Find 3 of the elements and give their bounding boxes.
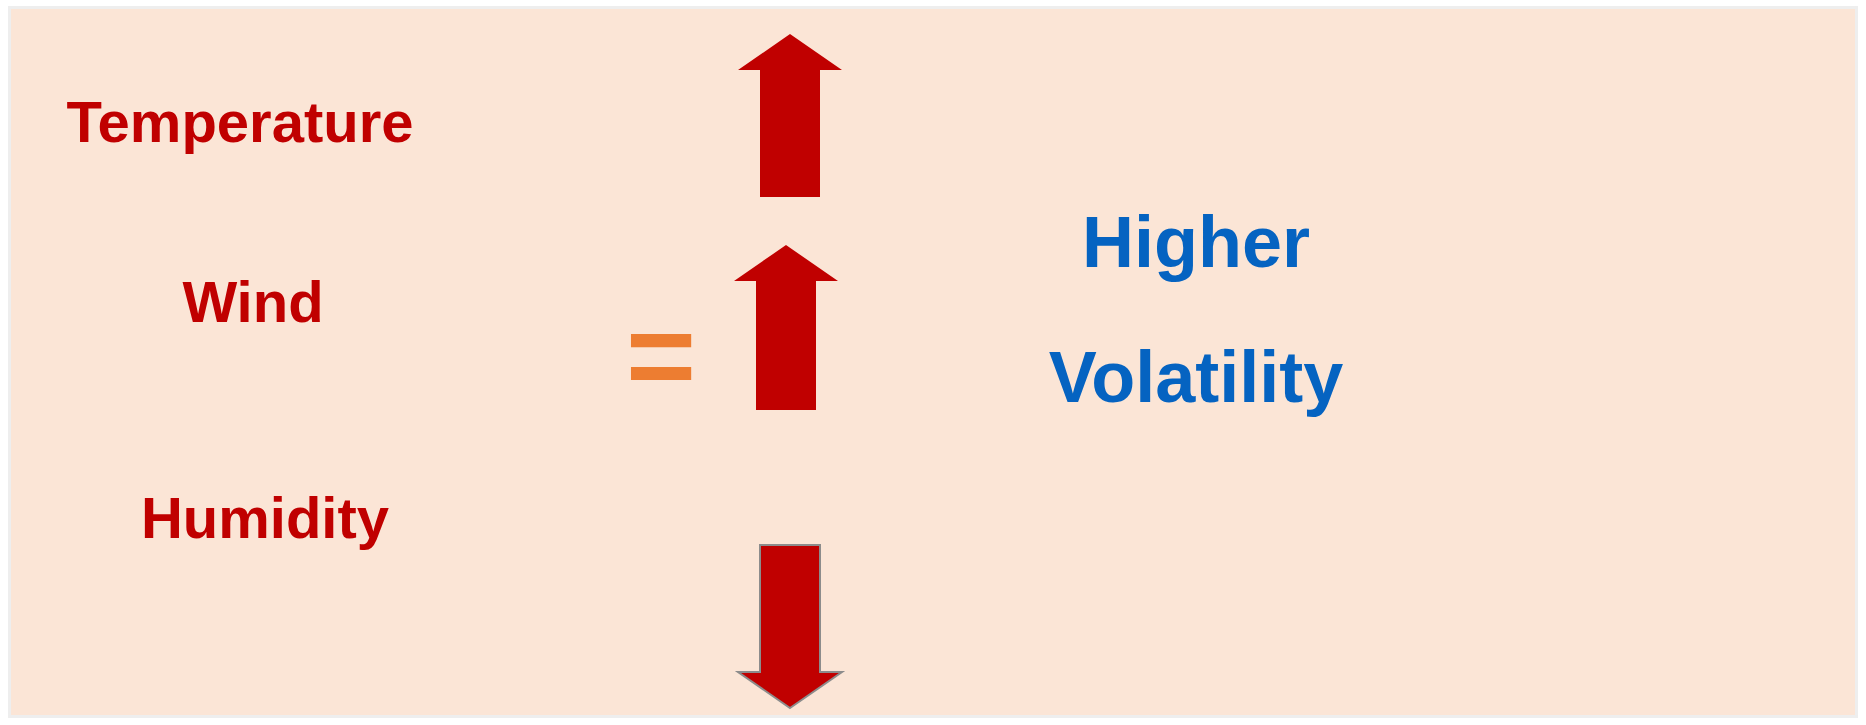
result-text: Higher Volatility [1047,201,1345,419]
factor-label: Wind [182,273,324,331]
equals-sign: = [625,295,697,415]
